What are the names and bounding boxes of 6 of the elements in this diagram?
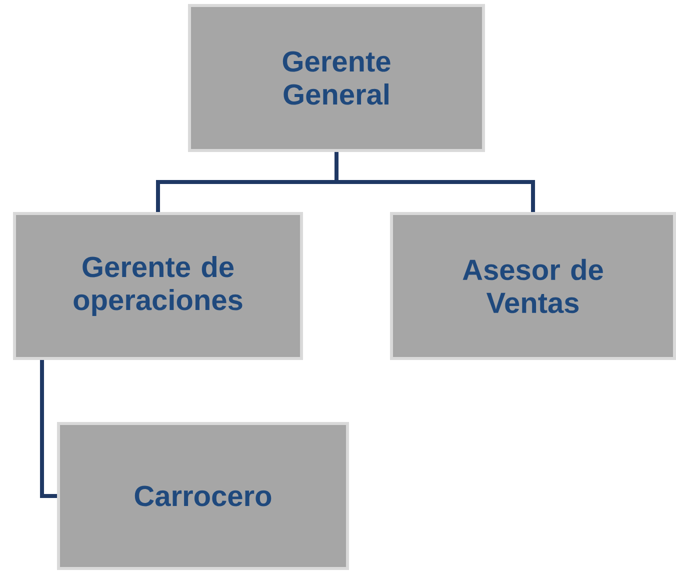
connector-line (334, 152, 535, 212)
process-box: Gerente General (188, 4, 485, 152)
process-box: Carrocero (57, 422, 349, 570)
process-box: Asesor de Ventas (390, 212, 676, 360)
process-box: Gerente de operaciones (13, 212, 303, 360)
connector-line (40, 360, 57, 498)
